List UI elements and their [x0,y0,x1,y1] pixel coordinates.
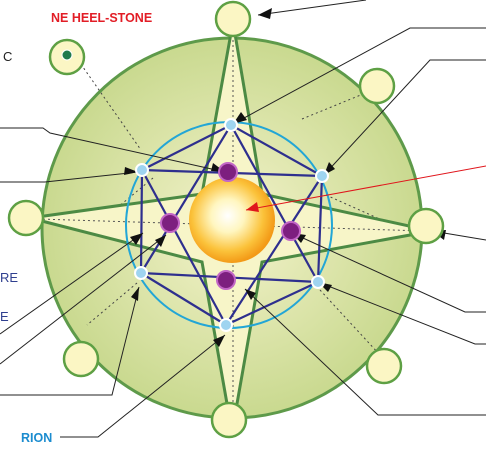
stone-west [7,199,45,237]
leader-heel [257,0,367,16]
inner-nodes [160,162,301,290]
outer-node-top [224,118,238,132]
stone-nw-center-dot [61,49,73,61]
leader-right-lower1 [291,232,486,313]
arrowheads [124,8,446,347]
outer-node-bottom [219,318,233,332]
leader-right-mid [323,59,486,176]
outer-nodes [134,118,329,332]
leader-right-bottom [244,288,486,416]
orion-label: RION [21,431,52,445]
inner-node-3 [216,270,236,290]
inner-node-1 [218,162,238,182]
label-fragment-e: E [0,309,9,324]
outer-node-bottom-left [134,266,148,280]
leader-left-upper [0,127,226,173]
red-pointer-line [245,165,486,211]
leader-left-low1 [0,232,144,335]
outer-node-bottom-right [311,275,325,289]
stone-east [407,207,445,245]
leader-orion [60,334,226,438]
label-fragment-re: RE [0,270,18,285]
leader-lines [0,0,486,438]
inner-node-4 [160,213,180,233]
sun [189,177,275,263]
heel-stone-label: NE HEEL-STONE [51,11,152,25]
stone-top [214,0,252,38]
leader-right-lower2 [317,281,486,345]
leader-left-low3 [0,286,140,396]
inner-node-2 [281,221,301,241]
stone-ne [358,67,396,105]
leader-top-right [232,27,486,125]
outer-node-top-right [315,169,329,183]
outer-node-top-left [135,163,149,177]
leader-left-low2 [0,234,167,365]
outer-stones [7,0,445,439]
label-fragment-c: C [3,49,12,64]
leader-left-mid [0,171,139,183]
stone-bottom [210,401,248,439]
stone-se [365,347,403,385]
stone-sw [62,340,100,378]
